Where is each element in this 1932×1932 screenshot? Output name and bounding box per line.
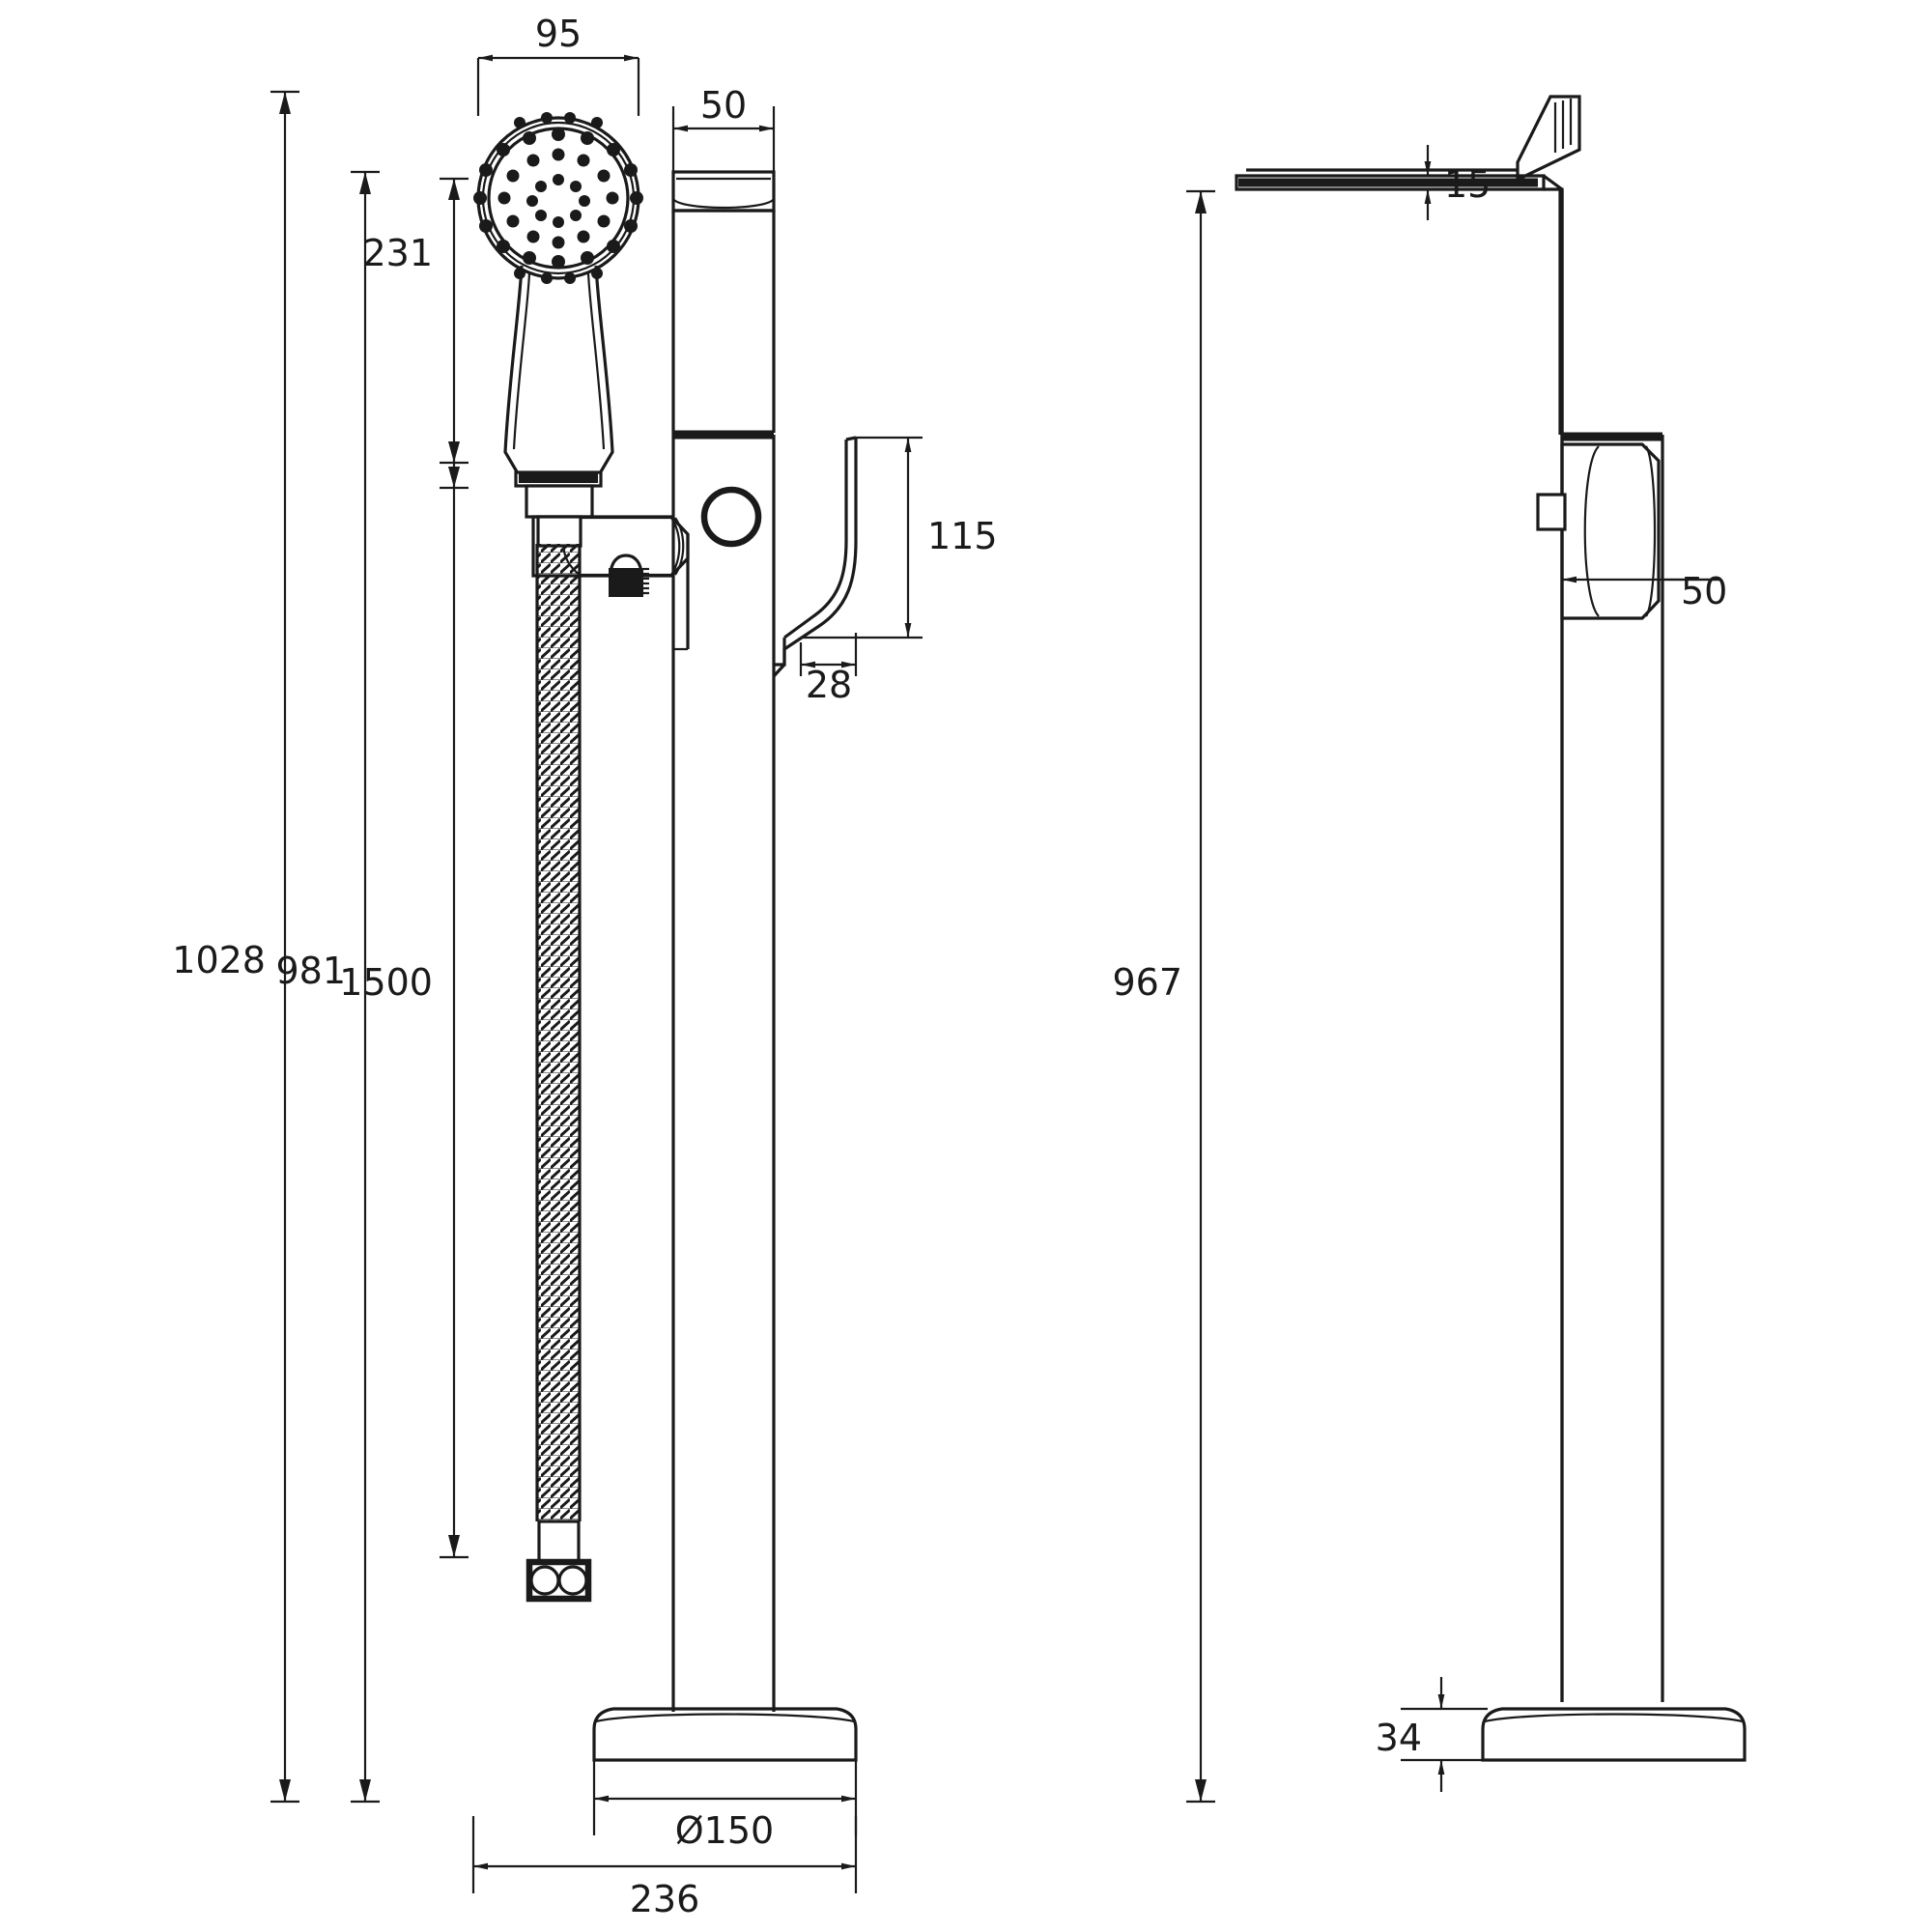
side-lever-inner-contour (1583, 445, 1600, 617)
hose-end-nut-hole-right (557, 1565, 588, 1596)
holder-stud-knurl (643, 567, 649, 595)
dim-base-height-34: 34 (1376, 1677, 1488, 1792)
dim-spout-thickness: 15 (1403, 145, 1491, 220)
arrow-981-bottom (359, 1779, 371, 1802)
dim-shower-head-diameter: 95 (476, 13, 640, 116)
dim-label-28: 28 (806, 664, 852, 706)
dim-label-50-spout: 50 (700, 84, 747, 127)
side-base-pedestal (1481, 1707, 1747, 1762)
arrow-231-top (448, 179, 460, 200)
arrow-1028-top (279, 92, 291, 114)
dim-label-50-body: 50 (1681, 570, 1727, 612)
dim-base-diameter: Ø150 (592, 1760, 858, 1852)
dim-overall-height-1028: 1028 (172, 90, 299, 1804)
dim-label-1028: 1028 (172, 939, 266, 981)
hose-connector-top (536, 515, 582, 548)
side-lever-body (1560, 442, 1661, 620)
side-elevation-view: 15 967 50 (1112, 95, 1747, 1804)
shower-handset (473, 112, 643, 488)
side-spout-corner (1543, 174, 1563, 191)
side-handset (1246, 95, 1581, 183)
arrow-1028-bottom (279, 1779, 291, 1802)
side-holder-stud-outline (1536, 493, 1567, 531)
hose-end-nut-hole-left (529, 1565, 560, 1596)
side-handset-body (1516, 95, 1581, 183)
dim-hose-length-1500: 1500 (339, 488, 469, 1559)
side-base-top-arc (1484, 1713, 1744, 1723)
lever-handle-root (772, 663, 786, 678)
arrow-231-tail (448, 467, 460, 488)
side-lever-edge-arc (1645, 445, 1657, 617)
dim-label-967: 967 (1112, 961, 1182, 1004)
arrow-1500-bottom (448, 1535, 460, 1557)
dim-label-981: 981 (275, 950, 346, 992)
base-pedestal (592, 1702, 858, 1762)
arrow-981-top (359, 172, 371, 194)
dim-label-1500: 1500 (339, 961, 433, 1004)
side-lever-cap (1536, 442, 1661, 620)
handset-grip-highlight-left (512, 272, 531, 450)
side-base-body (1481, 1707, 1747, 1762)
dim-label-15: 15 (1444, 163, 1491, 206)
dim-label-115: 115 (927, 515, 998, 557)
lever-handle (772, 436, 858, 678)
dim-handset-length: 231 (362, 177, 469, 490)
hose-fitting-sleeve (537, 1520, 581, 1567)
dim-body-depth-50: 50 (1560, 570, 1727, 638)
lever-handle-outline-outer (774, 438, 858, 667)
dim-spout-width: 50 (671, 84, 776, 176)
handset-grip-highlight-right (586, 272, 606, 450)
holder-stud (609, 568, 643, 597)
holder-neck (525, 484, 594, 519)
diverter-button (700, 486, 762, 548)
dim-label-236: 236 (630, 1878, 700, 1920)
front-elevation-view: 95 231 50 (172, 13, 997, 1920)
dim-label-95: 95 (535, 13, 582, 55)
dim-label-231: 231 (362, 232, 433, 274)
dim-height-981: 981 (275, 170, 380, 1804)
lever-handle-top-edge (845, 436, 857, 441)
holder-edge-arc (674, 517, 685, 576)
spout-cap-line-2 (672, 198, 775, 210)
dim-lever-height: 115 (802, 436, 998, 639)
arrow-231-bottom (448, 441, 460, 463)
dim-lever-depth: 28 (799, 633, 858, 706)
arrow-967-top (1195, 191, 1207, 213)
base-body (592, 1707, 858, 1762)
dim-label-150: Ø150 (675, 1809, 774, 1852)
base-top-arc (595, 1713, 855, 1723)
shower-hose (526, 515, 592, 1603)
shower-head-nozzle-holes (473, 112, 643, 284)
riser-column (671, 170, 776, 1702)
dim-side-height-967: 967 (1112, 189, 1215, 1804)
dim-base-overall-width: 236 (471, 1816, 858, 1920)
handset-collar-dark (519, 473, 598, 483)
hose-coil-texture (537, 544, 580, 1521)
dim-label-34: 34 (1376, 1717, 1422, 1759)
arrow-967-bottom (1195, 1779, 1207, 1802)
side-spout-arm (1235, 174, 1564, 1702)
handset-holder-bracket (525, 484, 690, 597)
side-riser-column (1558, 189, 1664, 1702)
lever-handle-outline-inner (783, 440, 848, 639)
